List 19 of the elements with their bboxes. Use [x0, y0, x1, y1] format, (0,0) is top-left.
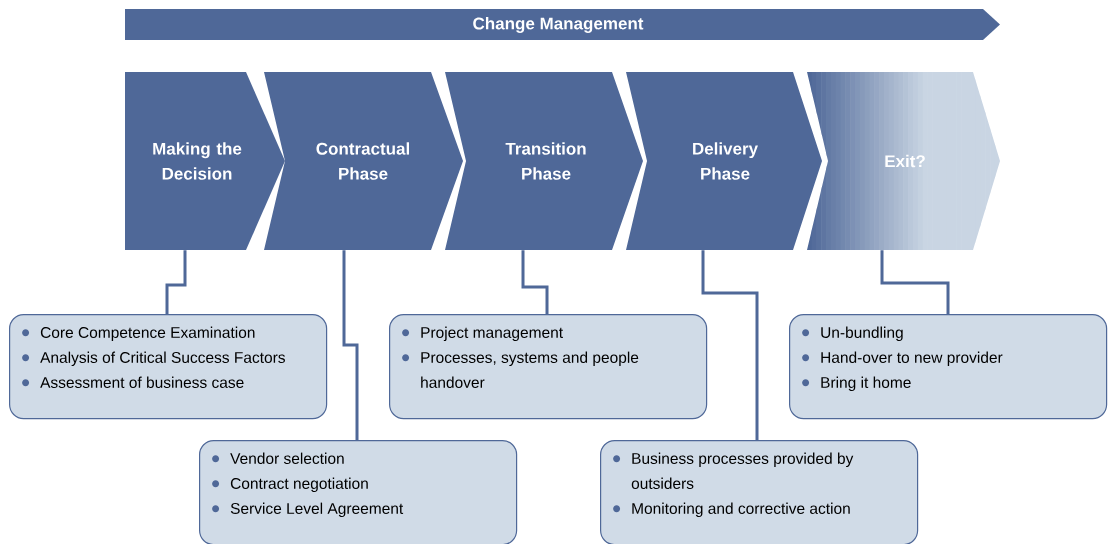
- phase-box: Contractual Phase: [264, 72, 463, 250]
- connector-line: [701, 250, 759, 440]
- phase-box: Making the Decision: [125, 72, 285, 250]
- phase-box: Delivery Phase: [626, 72, 822, 250]
- node-label: Exit?: [885, 154, 925, 168]
- phase-box: Transition Phase: [445, 72, 643, 250]
- connector-line: [342, 250, 359, 440]
- bullet-box: Project management Processes, systems and people handover: [389, 314, 708, 420]
- connector-line: [521, 250, 549, 314]
- bullet-box: Un-bundling Hand-over to new provider Bring it home: [789, 314, 1108, 420]
- node-label: Contractual Phase: [316, 142, 410, 180]
- node-label: Transition Phase: [505, 142, 586, 180]
- node-label: Making the Decision: [153, 142, 242, 180]
- bullet-box: Vendor selection Contract negotiation Service Level Agreement: [199, 440, 518, 544]
- bullet-box: Business processes provided by outsiders Monitoring and corrective action: [600, 440, 919, 544]
- bullet-box: Core Competence Examination Analysis of Critical Success Factors Assessment of business case: [9, 314, 328, 420]
- connector-line: [165, 250, 187, 314]
- phase-box: Exit?: [807, 72, 1000, 250]
- connector-line: [880, 250, 950, 314]
